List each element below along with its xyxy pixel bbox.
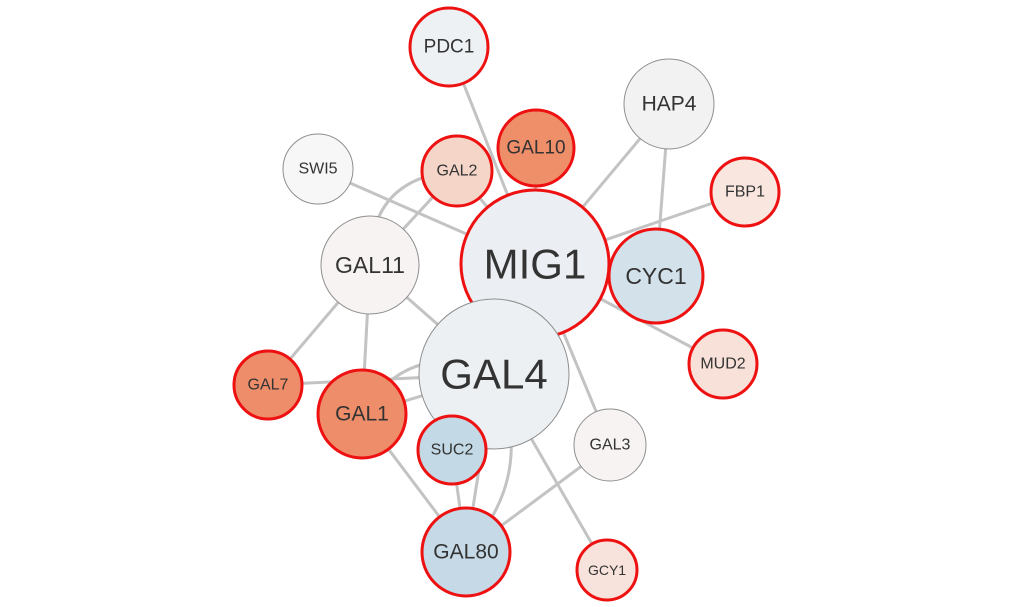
node-gcy1-circle	[575, 538, 639, 602]
node-gal7[interactable]: GAL7	[232, 349, 304, 421]
node-gal2[interactable]: GAL2	[420, 134, 494, 208]
node-fbp1-label: FBP1	[725, 184, 765, 201]
node-gal1-label: GAL1	[335, 403, 389, 426]
node-gal3[interactable]: GAL3	[573, 408, 647, 482]
node-gal10[interactable]: GAL10	[496, 108, 576, 188]
node-gcy1-label: GCY1	[588, 562, 626, 578]
node-gal4-label: GAL4	[440, 351, 547, 398]
node-suc2[interactable]: SUC2	[416, 414, 488, 486]
node-gal3-circle	[573, 408, 647, 482]
node-gcy1[interactable]: GCY1	[575, 538, 639, 602]
node-gal2-circle	[420, 134, 494, 208]
node-fbp1[interactable]: FBP1	[709, 156, 781, 228]
node-gal11[interactable]: GAL11	[320, 215, 420, 315]
node-cyc1[interactable]: CYC1	[607, 227, 705, 325]
node-cyc1-circle	[607, 227, 705, 325]
node-pdc1-label: PDC1	[424, 37, 475, 58]
node-pdc1[interactable]: PDC1	[408, 6, 490, 88]
node-gal1[interactable]: GAL1	[316, 368, 408, 460]
node-swi5-label: SWI5	[298, 161, 337, 178]
node-swi5-circle	[282, 133, 354, 205]
node-hap4[interactable]: HAP4	[623, 58, 715, 150]
node-gal7-label: GAL7	[248, 377, 289, 394]
node-gal10-label: GAL10	[506, 138, 565, 159]
node-gal11-label: GAL11	[335, 252, 405, 278]
node-hap4-circle	[623, 58, 715, 150]
node-mud2-label: MUD2	[700, 356, 745, 373]
node-gal11-circle	[320, 215, 420, 315]
node-mig1-label: MIG1	[484, 241, 587, 288]
node-suc2-label: SUC2	[431, 442, 474, 459]
node-pdc1-circle	[408, 6, 490, 88]
node-cyc1-label: CYC1	[625, 263, 686, 289]
node-swi5[interactable]: SWI5	[282, 133, 354, 205]
node-gal1-circle	[316, 368, 408, 460]
node-gal80-label: GAL80	[433, 541, 498, 564]
node-suc2-circle	[416, 414, 488, 486]
node-gal80[interactable]: GAL80	[420, 506, 512, 598]
node-hap4-label: HAP4	[642, 93, 697, 116]
node-gal80-circle	[420, 506, 512, 598]
node-fbp1-circle	[709, 156, 781, 228]
node-gal3-label: GAL3	[590, 437, 631, 454]
node-gal4-circle	[418, 298, 570, 450]
node-gal10-circle	[496, 108, 576, 188]
node-gal2-label: GAL2	[437, 163, 478, 180]
node-gal4[interactable]: GAL4	[418, 298, 570, 450]
node-gal7-circle	[232, 349, 304, 421]
node-mud2-circle	[687, 328, 759, 400]
node-mud2[interactable]: MUD2	[687, 328, 759, 400]
